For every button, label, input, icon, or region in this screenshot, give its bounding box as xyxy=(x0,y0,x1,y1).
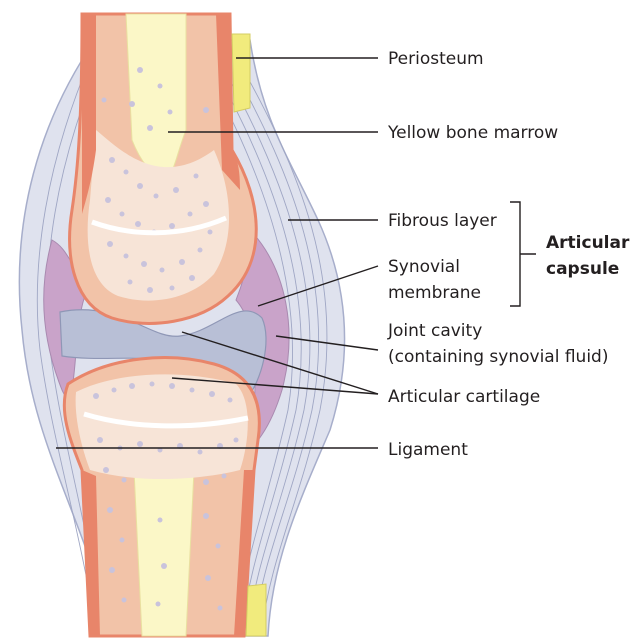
label-synovial-membrane-1: Synovial xyxy=(388,257,460,277)
periosteum-outer xyxy=(232,34,250,112)
capsule-bracket xyxy=(510,202,536,306)
lower-periosteum-outer xyxy=(246,584,266,636)
label-synovial-membrane-2: membrane xyxy=(388,283,481,303)
lower-bone-marrow xyxy=(134,470,194,636)
label-yellow-bone-marrow: Yellow bone marrow xyxy=(387,123,558,143)
label-articular-cartilage: Articular cartilage xyxy=(388,387,540,407)
label-joint-cavity-2: (containing synovial fluid) xyxy=(388,347,608,367)
label-periosteum: Periosteum xyxy=(388,49,484,69)
label-fibrous-layer: Fibrous layer xyxy=(388,211,497,231)
label-joint-cavity-1: Joint cavity xyxy=(387,321,482,341)
label-ligament: Ligament xyxy=(388,440,468,460)
label-articular-capsule-2: capsule xyxy=(546,259,619,279)
label-articular-capsule-1: Articular xyxy=(546,233,630,253)
